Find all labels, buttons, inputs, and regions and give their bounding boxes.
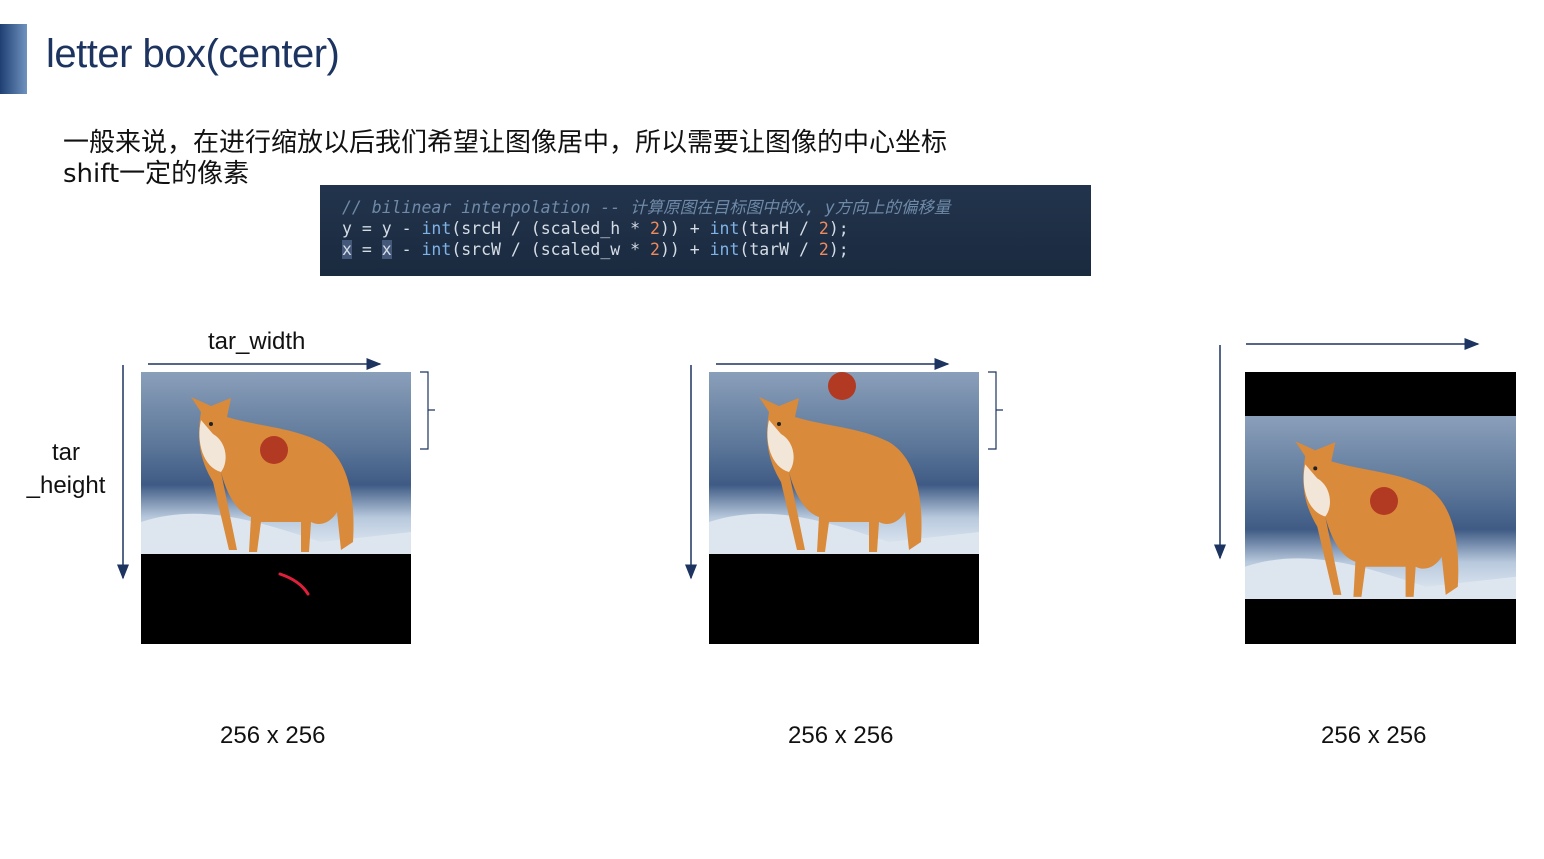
fox-image-1 xyxy=(141,372,411,554)
tar-width-label: tar_width xyxy=(208,328,306,355)
caption-3: 256 x 256 xyxy=(1321,722,1427,749)
red-stroke-annotation xyxy=(278,572,310,596)
marker-dot-2 xyxy=(828,372,856,400)
code-comment: // bilinear interpolation -- 计算原图在目标图中的x… xyxy=(342,198,951,217)
caption-1: 256 x 256 xyxy=(220,722,326,749)
slide-title: letter box(center) xyxy=(46,32,340,76)
code-line-y: y = y - int(srcH / (scaled_h * 2)) + int… xyxy=(342,219,849,238)
letterbox-frame-2 xyxy=(709,372,979,644)
letterbox-frame-1 xyxy=(141,372,411,644)
description-text: 一般来说，在进行缩放以后我们希望让图像居中，所以需要让图像的中心坐标shift一… xyxy=(63,128,948,189)
code-line-x: x = x - int(srcW / (scaled_w * 2)) + int… xyxy=(342,240,849,259)
caption-2: 256 x 256 xyxy=(788,722,894,749)
title-accent-bar xyxy=(0,24,27,94)
marker-dot-3 xyxy=(1370,487,1398,515)
tar-height-label-2: _height xyxy=(26,472,106,499)
code-snippet: // bilinear interpolation -- 计算原图在目标图中的x… xyxy=(320,185,1091,276)
fox-icon xyxy=(1245,441,1516,599)
marker-dot-1 xyxy=(260,436,288,464)
fox-icon xyxy=(141,397,411,554)
letterbox-frame-3 xyxy=(1245,372,1516,644)
fox-image-2 xyxy=(709,372,979,554)
tar-height-label-1: tar xyxy=(51,439,80,466)
fox-icon xyxy=(709,397,979,554)
